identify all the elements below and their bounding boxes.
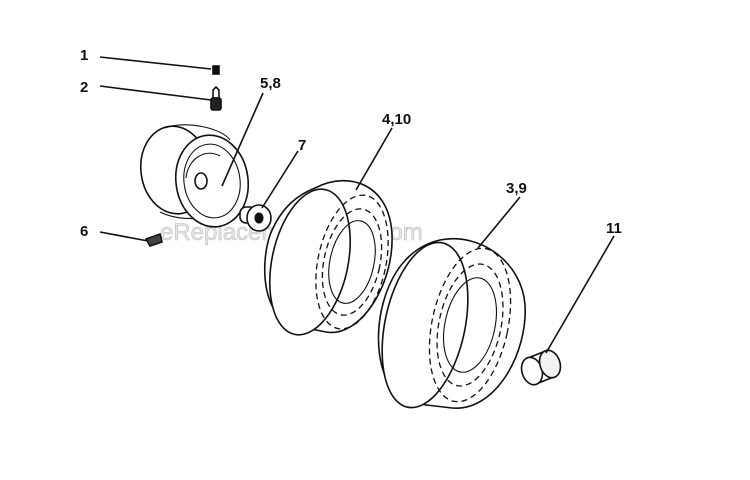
leader-line-4-10	[355, 127, 393, 191]
leader-line-6	[99, 231, 149, 242]
part-5-8-rim[interactable]	[135, 122, 254, 232]
leader-line-2	[99, 85, 212, 101]
callout-7: 7	[298, 137, 306, 154]
callout-3-9: 3,9	[506, 180, 527, 197]
part-1-cap[interactable]	[212, 65, 220, 75]
leader-line-7	[261, 150, 299, 209]
part-7-bushing[interactable]	[239, 204, 272, 232]
part-3-9-tire[interactable]	[368, 235, 526, 416]
leader-line-5-8	[221, 92, 264, 187]
callout-2: 2	[80, 79, 88, 96]
part-11-bushing[interactable]	[518, 348, 564, 388]
part-4-10-tire[interactable]	[257, 179, 399, 343]
leader-line-1	[99, 56, 212, 70]
part-2-fitting[interactable]	[210, 85, 222, 111]
callout-4-10: 4,10	[382, 111, 411, 128]
callout-5-8: 5,8	[260, 75, 281, 92]
part-6-valve-stem[interactable]	[144, 232, 163, 247]
leader-line-3-9	[477, 196, 521, 249]
callout-6: 6	[80, 223, 88, 240]
callout-1: 1	[80, 47, 88, 64]
leader-line-11	[545, 235, 615, 354]
callout-11: 11	[606, 220, 622, 237]
